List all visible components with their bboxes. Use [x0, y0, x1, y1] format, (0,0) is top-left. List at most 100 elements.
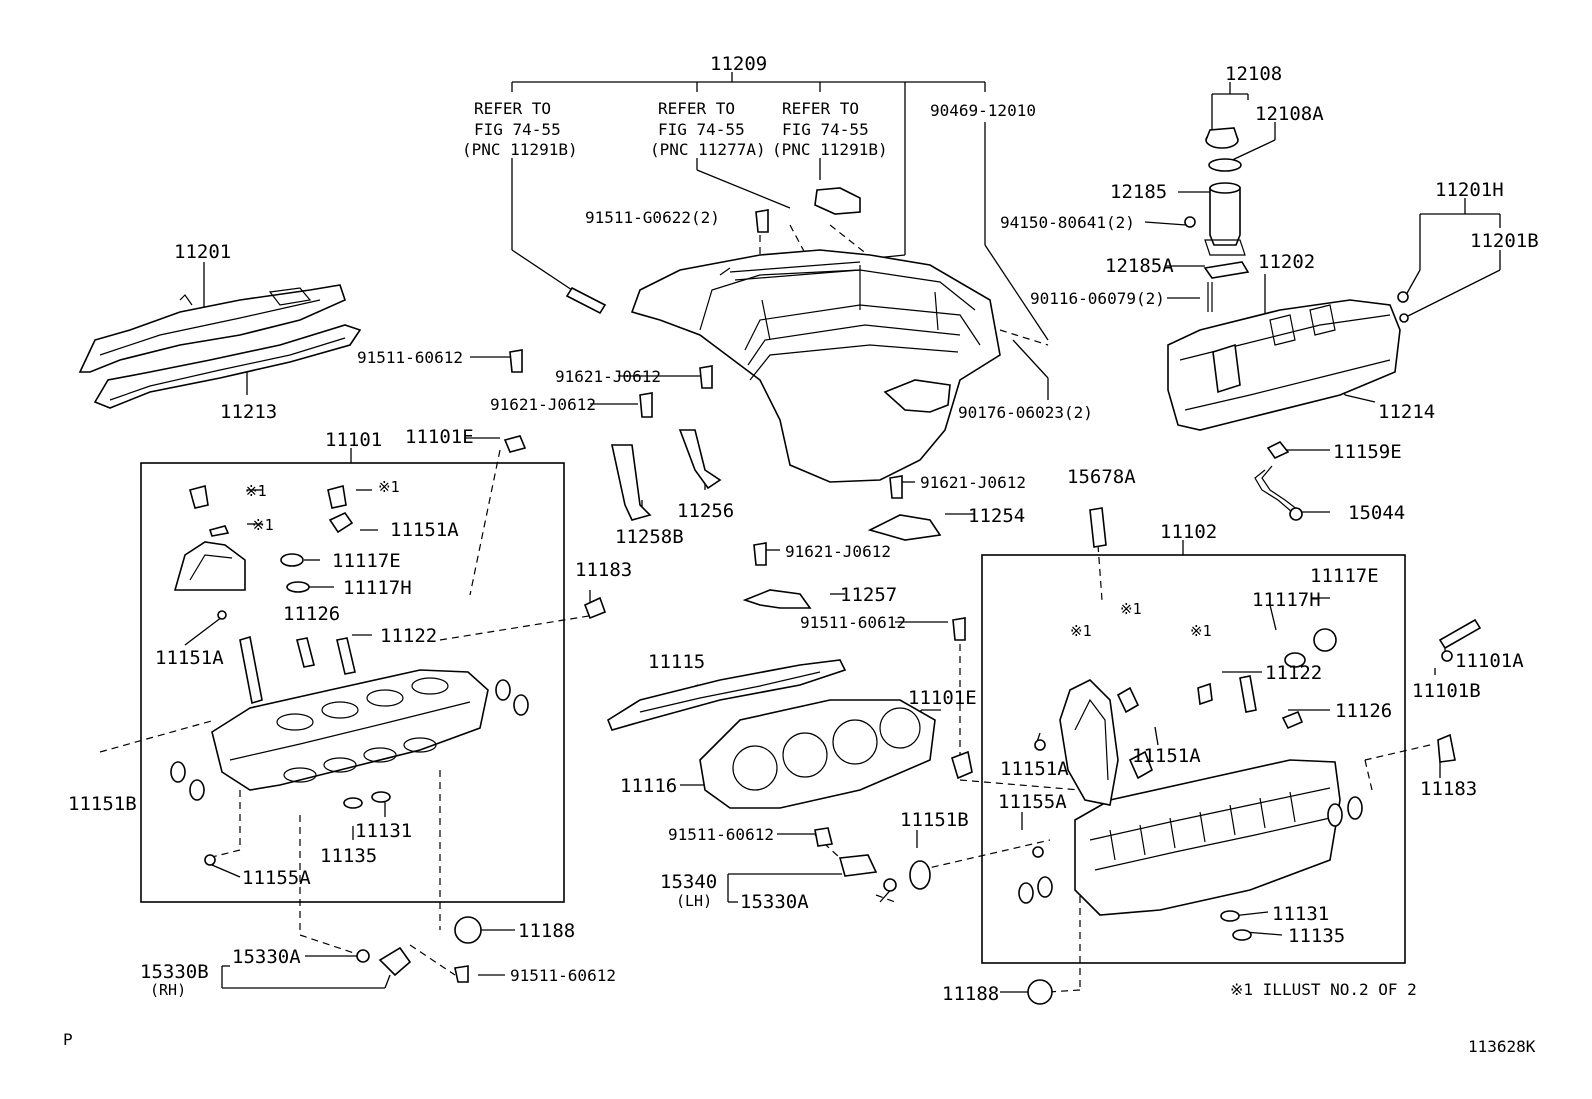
label-11201: 11201: [174, 241, 231, 263]
label-11101: 11101: [325, 429, 382, 451]
label-11117H-a: 11117H: [343, 577, 412, 599]
label-12185: 12185: [1110, 181, 1167, 203]
label-11183-a: 11183: [575, 559, 632, 581]
label-90116-06079: 90116-06079(2): [1030, 289, 1165, 308]
label-91621-j0612-d: 91621-J0612: [785, 542, 891, 561]
engine-cover-drawing: [630, 249, 1001, 483]
label-11101B: 11101B: [1412, 680, 1481, 702]
label-11159E: 11159E: [1333, 441, 1402, 463]
valve-cover-rh-drawing: [1167, 291, 1409, 431]
refer-b-line3: (PNC 11277A): [650, 140, 766, 159]
head-gaskets-drawing: [607, 659, 936, 809]
label-11116: 11116: [620, 775, 677, 797]
label-15044: 15044: [1348, 502, 1405, 524]
label-15678A: 15678A: [1067, 466, 1136, 488]
label-11209: 11209: [710, 53, 767, 75]
label-11115: 11115: [648, 651, 705, 673]
label-11155A-b: 11155A: [998, 791, 1067, 813]
label-11122-b: 11122: [1265, 662, 1322, 684]
corner-p: P: [63, 1030, 73, 1049]
label-91511-60612-b: 91511-60612: [800, 613, 906, 632]
label-91511-g0622: 91511-G0622(2): [585, 208, 720, 227]
label-11131-a: 11131: [355, 820, 412, 842]
label-11256: 11256: [677, 500, 734, 522]
valve-cover-lh-drawing: [78, 284, 346, 373]
note1-c: ※1: [252, 516, 274, 534]
v6-emblem-drawing: [814, 187, 861, 215]
label-11257: 11257: [840, 584, 897, 606]
label-11151A-d: 11151A: [1000, 758, 1069, 780]
label-11117E-b: 11117E: [1310, 565, 1379, 587]
label-11151A-a: 11151A: [390, 519, 459, 541]
label-11151B-a: 11151B: [68, 793, 137, 815]
label-11183-b: 11183: [1420, 778, 1477, 800]
label-91511-60612-c: 91511-60612: [510, 966, 616, 985]
note1-d: ※1: [1120, 600, 1142, 618]
refer-b-line2: FIG 74-55: [658, 120, 745, 139]
label-11101E-b: 11101E: [908, 687, 977, 709]
label-11151A-b: 11151A: [155, 647, 224, 669]
label-91621-j0612-b: 91621-J0612: [490, 395, 596, 414]
label-91621-j0612-a: 91621-J0612: [555, 367, 661, 386]
refer-c-line2: FIG 74-55: [782, 120, 869, 139]
label-11155A-a: 11155A: [242, 867, 311, 889]
label-11201H: 11201H: [1435, 179, 1504, 201]
label-11135-b: 11135: [1288, 925, 1345, 947]
cylinder-head-lh-drawing: [170, 610, 529, 866]
label-lh: (LH): [676, 892, 712, 910]
label-11214: 11214: [1378, 401, 1435, 423]
label-15330A-b: 15330A: [740, 891, 809, 913]
refer-a-line1: REFER TO: [474, 99, 551, 118]
label-11213: 11213: [220, 401, 277, 423]
label-12108: 12108: [1225, 63, 1282, 85]
middle-sensors-drawing: [814, 750, 973, 892]
figure-id: 113628K: [1468, 1037, 1536, 1056]
refer-c-line3: (PNC 11291B): [772, 140, 888, 159]
label-11202: 11202: [1258, 251, 1315, 273]
label-11258B: 11258B: [615, 526, 684, 548]
label-11188-b: 11188: [942, 983, 999, 1005]
vvt-hose-drawing: [1254, 440, 1303, 521]
part-number-labels: 11209 REFER TO FIG 74-55 (PNC 11291B) RE…: [63, 53, 1539, 1056]
label-11151B-b: 11151B: [900, 809, 969, 831]
valve-cover-gasket-lh-drawing: [93, 324, 362, 409]
label-15330A-a: 15330A: [232, 946, 301, 968]
illustration-note: ※1 ILLUST NO.2 OF 2: [1230, 980, 1417, 999]
right-cylinder-head-box: [981, 554, 1406, 964]
label-11101A: 11101A: [1455, 650, 1524, 672]
note1-a: ※1: [245, 482, 267, 500]
refer-b-line1: REFER TO: [658, 99, 735, 118]
note1-b: ※1: [378, 478, 400, 496]
label-11101E-a: 11101E: [405, 426, 474, 448]
refer-c-line1: REFER TO: [782, 99, 859, 118]
label-11126-b: 11126: [1335, 700, 1392, 722]
note1-e: ※1: [1070, 622, 1092, 640]
label-91511-60612-a: 91511-60612: [357, 348, 463, 367]
label-15330B: 15330B: [140, 961, 209, 983]
label-11188-a: 11188: [518, 920, 575, 942]
label-90176-06023: 90176-06023(2): [958, 403, 1093, 422]
cylinder-head-rh-drawing: [1018, 628, 1363, 941]
label-11201B: 11201B: [1470, 230, 1539, 252]
label-91511-60612-d: 91511-60612: [668, 825, 774, 844]
label-11117H-b: 11117H: [1252, 589, 1321, 611]
label-11131-b: 11131: [1272, 903, 1329, 925]
timing-housing-lh-drawing: [173, 484, 354, 593]
label-94150-80641: 94150-80641(2): [1000, 213, 1135, 232]
label-11135-a: 11135: [320, 845, 377, 867]
label-15340: 15340: [660, 871, 717, 893]
oil-control-valve-drawing: [1089, 507, 1107, 548]
note1-f: ※1: [1190, 622, 1212, 640]
label-90469-12010: 90469-12010: [930, 101, 1036, 120]
label-11254: 11254: [968, 505, 1025, 527]
far-right-parts-drawing: [1027, 618, 1482, 1005]
label-12108A: 12108A: [1255, 103, 1324, 125]
label-rh: (RH): [150, 981, 186, 999]
label-11151A-c: 11151A: [1132, 745, 1201, 767]
left-small-parts-drawing: [356, 209, 769, 983]
brackets-drawing: [611, 429, 966, 641]
emblem-strip-drawing: [565, 286, 607, 315]
oil-filler-cap-drawing: [1184, 127, 1250, 312]
label-11102: 11102: [1160, 521, 1217, 543]
